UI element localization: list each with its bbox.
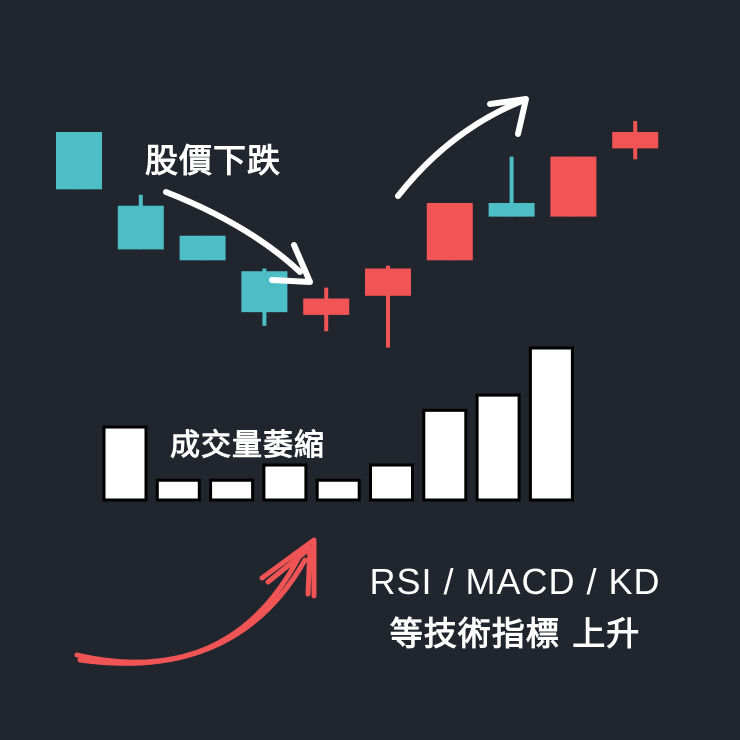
candle-body-2 (117, 205, 164, 250)
volume-bar-1 (102, 425, 148, 502)
volume-bar-6 (369, 463, 414, 502)
candle-body-6 (365, 268, 411, 296)
up-trend-arrow-icon (395, 96, 529, 199)
indicators-names: RSI / MACD / KD (369, 561, 661, 602)
candle-body-8 (488, 202, 535, 217)
volume-bar-3 (209, 478, 255, 502)
candle-body-3 (179, 235, 226, 261)
price-down-label: 股價下跌 (145, 141, 281, 180)
candle-body-9 (550, 156, 597, 217)
volume-layer (102, 346, 574, 502)
volume-bar-8 (475, 393, 521, 502)
candles-layer (56, 121, 659, 348)
candle-body-5 (303, 298, 350, 315)
volume-bar-2 (155, 478, 201, 502)
volume-bar-5 (315, 478, 361, 502)
volume-bar-7 (422, 408, 468, 502)
indicators-rising-text: 等技術指標 上升 (389, 614, 641, 653)
candle-body-1 (56, 132, 102, 190)
volume-bar-4 (262, 463, 308, 502)
candle-body-4 (241, 271, 288, 313)
candle-body-10 (612, 132, 659, 149)
rising-curve-arrow-icon (74, 537, 317, 666)
volume-bar-9 (528, 346, 574, 502)
indicators-caption: RSI / MACD / KD 等技術指標 上升 (350, 556, 680, 660)
down-trend-arrow-icon (163, 189, 313, 285)
volume-shrink-label: 成交量萎縮 (170, 428, 325, 463)
candle-body-7 (426, 202, 473, 261)
